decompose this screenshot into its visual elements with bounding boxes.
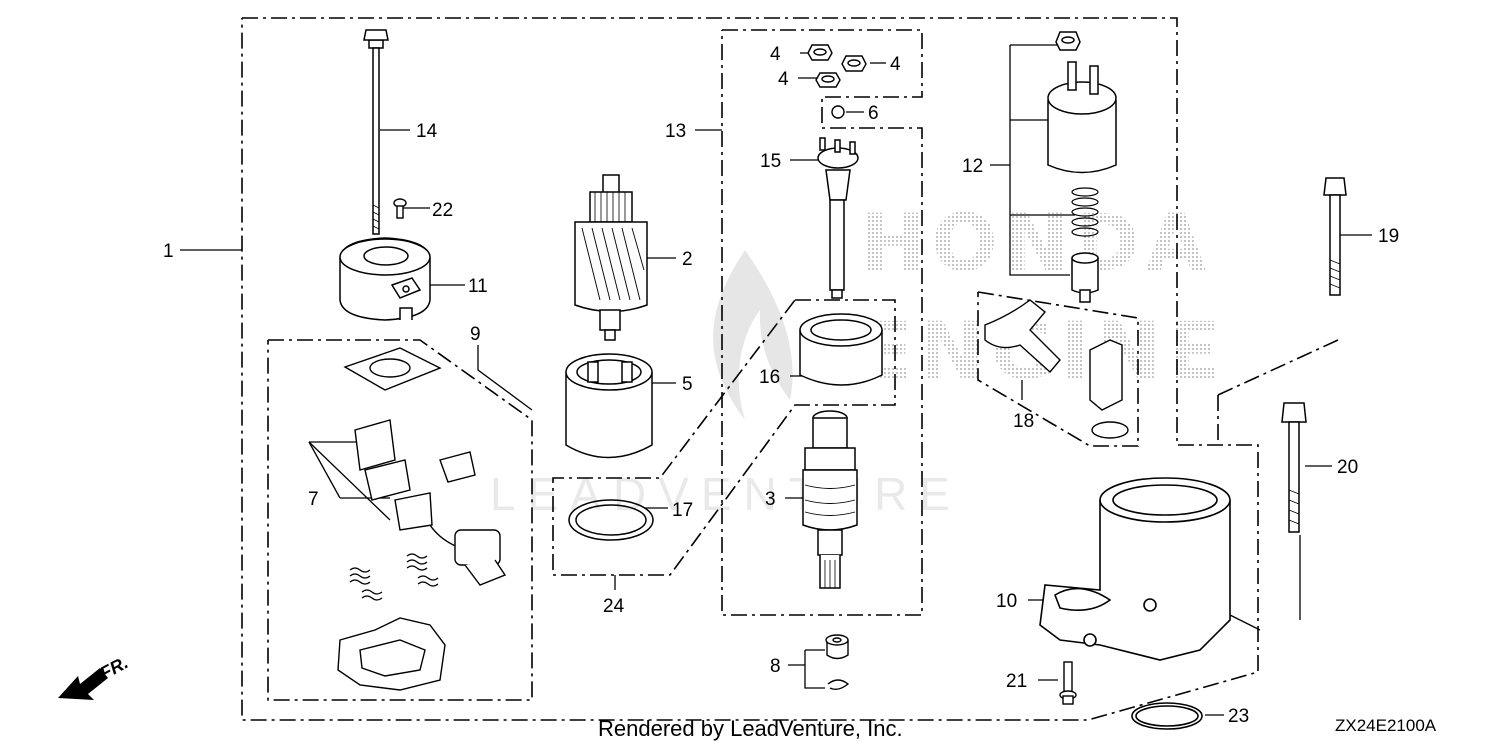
callout-14: 14 xyxy=(416,121,438,142)
part-20-bolt xyxy=(1281,402,1307,533)
part-8-collar-and-clip xyxy=(825,634,850,691)
part-2-armature xyxy=(574,174,648,341)
part-21-bolt xyxy=(1059,661,1077,705)
part-9-brush-holder-set xyxy=(337,347,507,691)
callout-18: 18 xyxy=(1013,411,1034,432)
part-6-washer xyxy=(831,105,845,119)
part-4-nuts xyxy=(807,44,867,88)
part-15-planetary-shaft xyxy=(817,137,859,299)
leader-lines xyxy=(180,44,1372,716)
callout-19: 19 xyxy=(1378,226,1399,247)
drawing-code: ZX24E2100A xyxy=(1335,716,1437,735)
part-12-solenoid xyxy=(1047,31,1117,303)
part-16-internal-gear xyxy=(799,313,883,386)
part-23-o-ring xyxy=(1131,702,1203,730)
callout-24: 24 xyxy=(603,596,625,617)
footer-credit: Rendered by LeadVenture, Inc. xyxy=(598,716,903,741)
part-18-shift-lever xyxy=(984,299,1129,439)
callout-3: 3 xyxy=(765,489,776,510)
callout-4: 4 xyxy=(778,69,789,90)
callout-8: 8 xyxy=(770,656,781,677)
callout-17: 17 xyxy=(672,500,693,521)
clutch-boundary xyxy=(552,299,896,576)
callout-13: 13 xyxy=(665,121,686,142)
watermark-brand-line1: HONDA xyxy=(860,199,1212,289)
part-5-yoke xyxy=(565,353,653,459)
callout-21: 21 xyxy=(1006,671,1027,692)
part-3-pinion xyxy=(802,410,858,589)
callout-20: 20 xyxy=(1337,457,1358,478)
leadventure-watermark: LEADVENTURE xyxy=(490,250,962,520)
callout-10: 10 xyxy=(996,591,1017,612)
callout-16: 16 xyxy=(759,367,780,388)
callout-4: 4 xyxy=(770,44,781,65)
callout-4: 4 xyxy=(890,54,901,75)
callout-15: 15 xyxy=(760,151,781,172)
bolt-guide-19 xyxy=(1217,339,1339,396)
front-direction-arrow: FR. xyxy=(58,652,131,700)
callout-22: 22 xyxy=(432,200,453,221)
callout-23: 23 xyxy=(1228,706,1249,727)
part-10-front-housing xyxy=(1039,477,1231,661)
part-17-snap-ring xyxy=(568,499,654,541)
part-22-screw xyxy=(393,198,407,219)
brush-holder-boundary xyxy=(267,339,533,701)
callout-6: 6 xyxy=(868,103,879,124)
callout-5: 5 xyxy=(682,374,693,395)
callout-11: 11 xyxy=(468,276,488,297)
callout-1: 1 xyxy=(163,241,174,262)
part-11-rear-cover xyxy=(339,237,431,321)
honda-engine-watermark: HONDA ENGINE xyxy=(860,199,1220,397)
watermark-leadventure-text: LEADVENTURE xyxy=(490,468,962,520)
assembly-boundaries xyxy=(241,17,1339,721)
drive-assembly-boundary xyxy=(721,29,923,616)
part-19-bolt xyxy=(1323,177,1347,296)
callout-12: 12 xyxy=(962,156,983,177)
callout-2: 2 xyxy=(682,249,693,270)
part-14-through-bolt xyxy=(363,29,389,235)
callout-7: 7 xyxy=(308,489,319,510)
callout-9: 9 xyxy=(470,324,481,345)
